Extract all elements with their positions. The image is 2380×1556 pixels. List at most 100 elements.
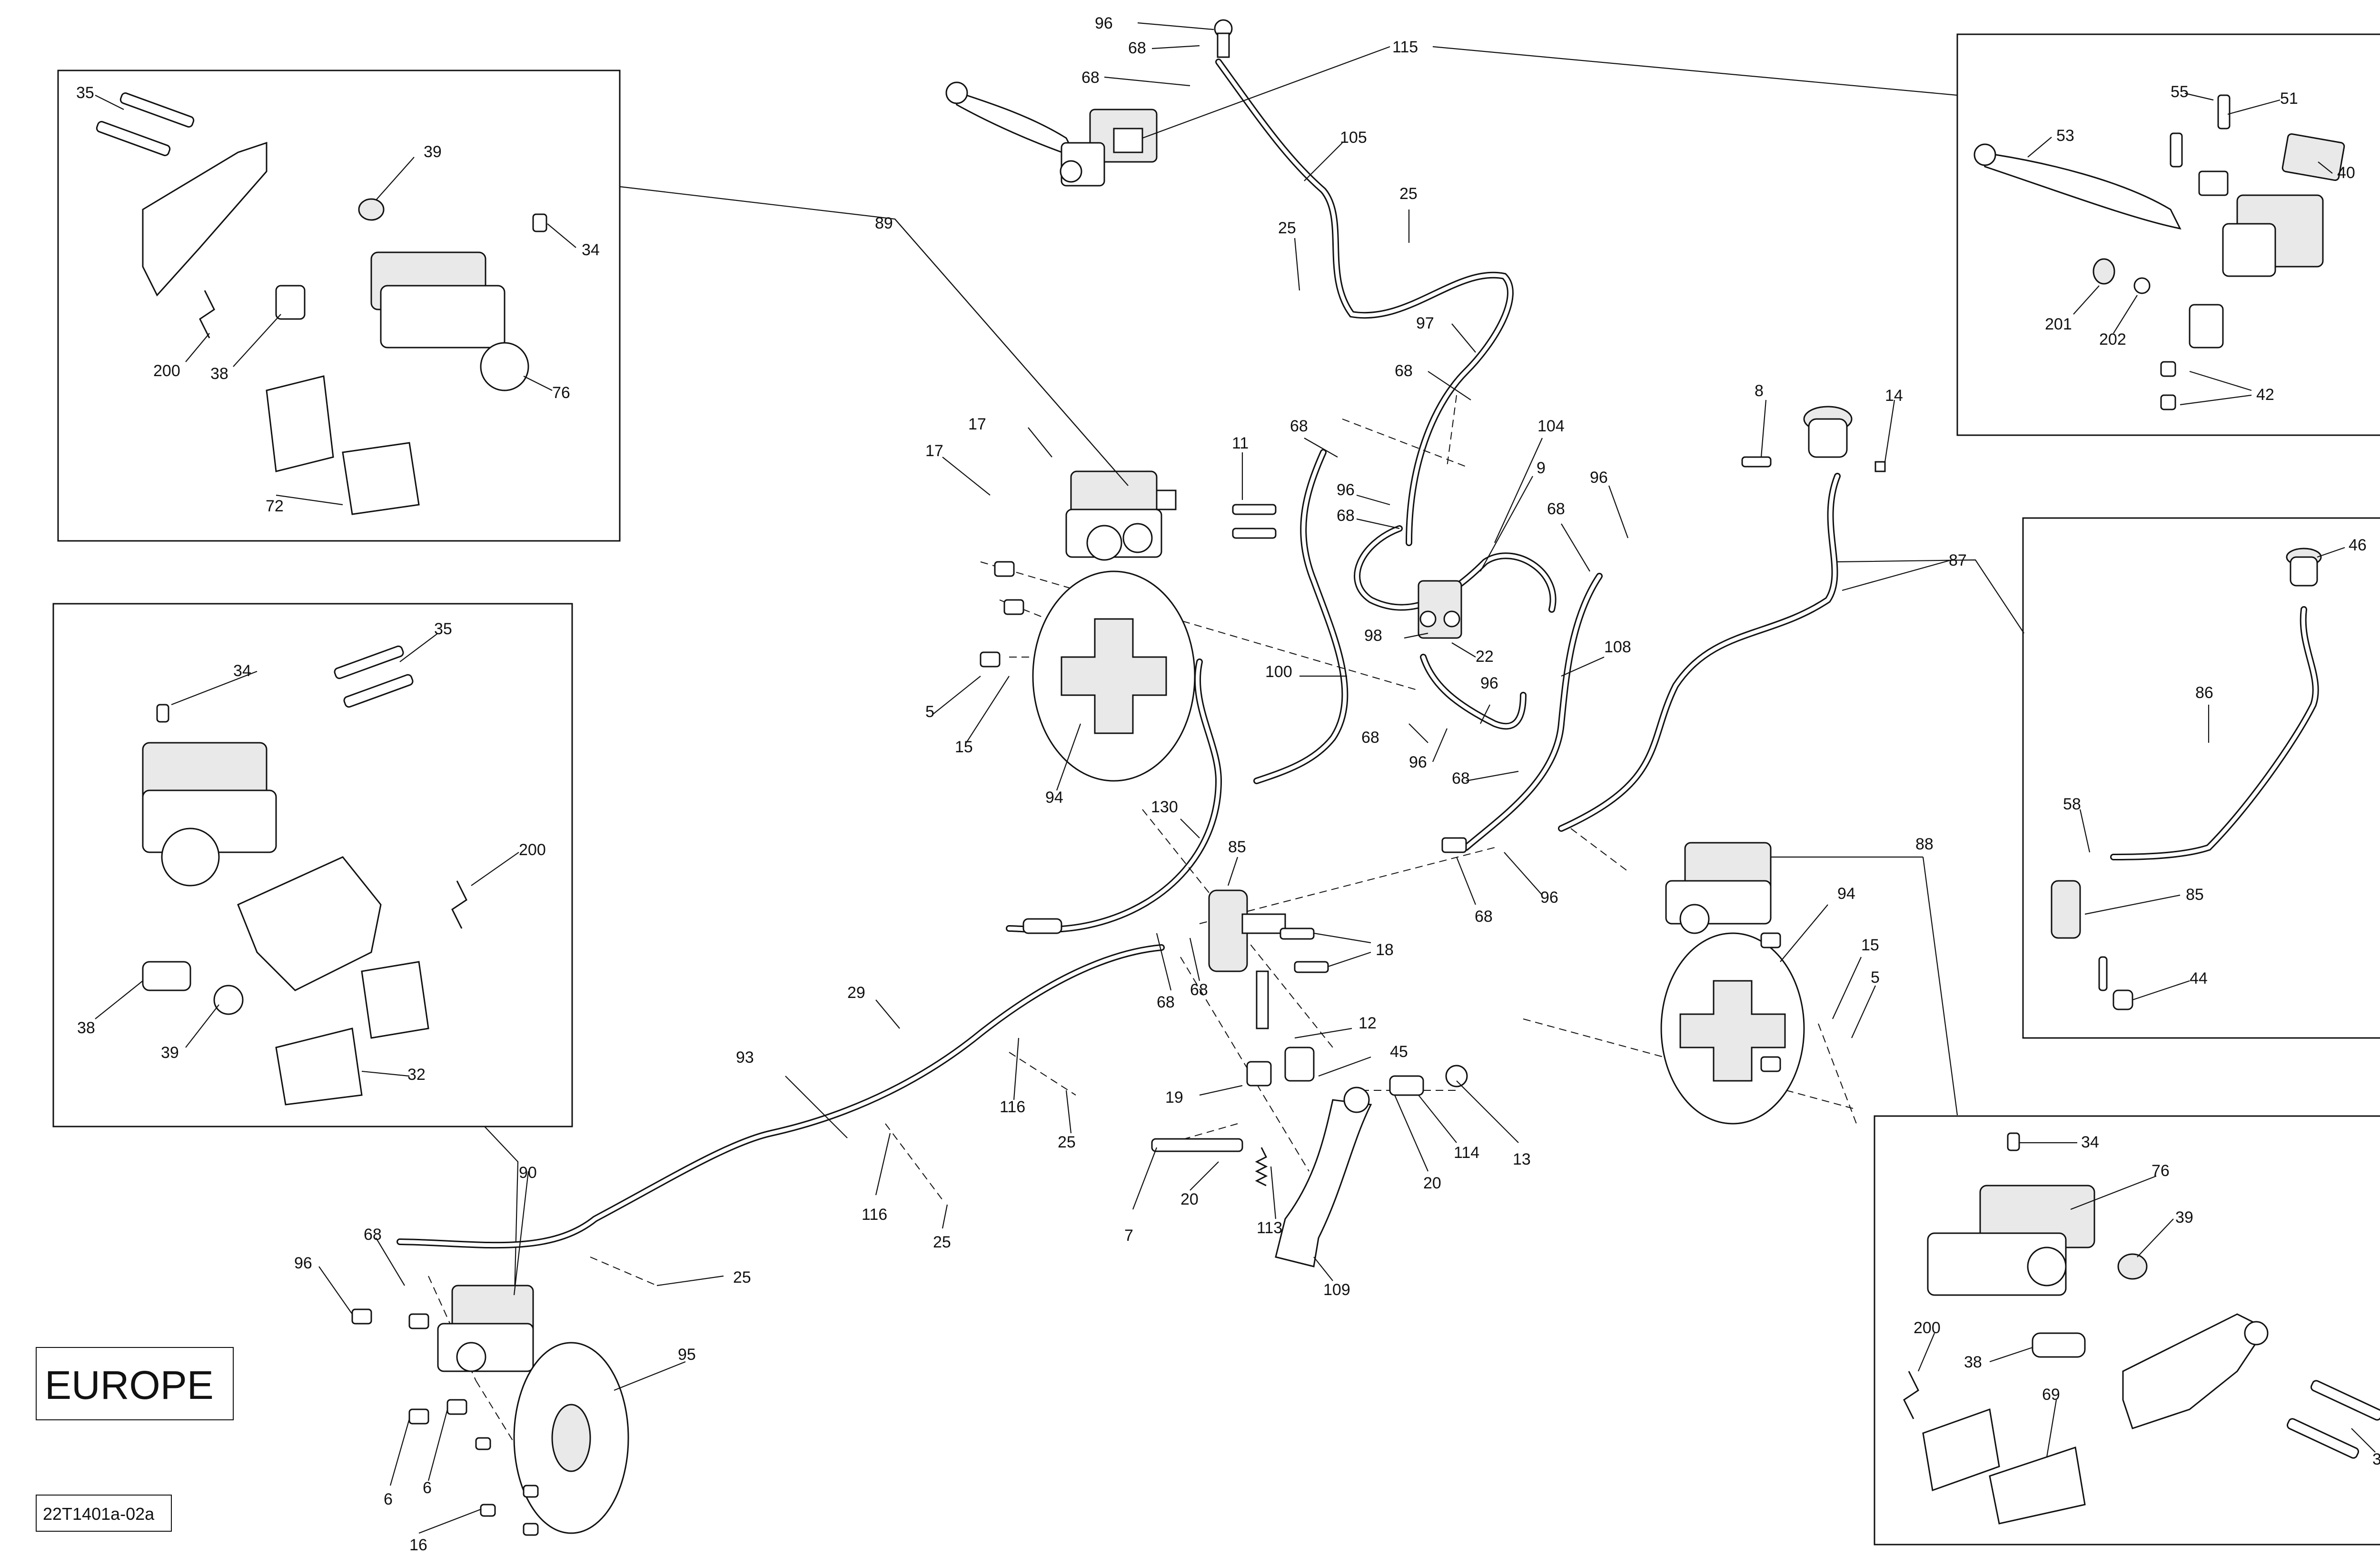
rear-right-brake-disc (1660, 932, 1805, 1125)
callout-39: 39 (424, 143, 442, 161)
callout-58: 58 (2063, 795, 2081, 813)
callout-116: 116 (1000, 1098, 1025, 1116)
callout-17: 17 (925, 442, 943, 460)
callout-98: 98 (1364, 627, 1382, 645)
region-label-box (36, 1347, 234, 1420)
inset-top-right-lever (1956, 33, 2380, 436)
callout-leaders (318, 22, 1952, 1534)
callout-14: 14 (1885, 387, 1903, 405)
callout-68: 68 (1452, 769, 1470, 788)
inset-top-left-parts (96, 92, 547, 515)
callout-72: 72 (266, 497, 284, 515)
pedal-pivot-bolt (1151, 1138, 1243, 1152)
clevis-45 (1246, 1047, 1315, 1087)
callout-96: 96 (294, 1254, 312, 1272)
inset-mid-left-caliper (52, 603, 573, 1127)
callout-25: 25 (1058, 1133, 1076, 1151)
callout-68: 68 (1290, 417, 1308, 435)
callout-68: 68 (1190, 981, 1208, 999)
callout-35: 35 (76, 84, 94, 102)
callout-12: 12 (1359, 1014, 1377, 1032)
inset-top-right-callouts: 55 51 53 40 201 202 42 (2027, 83, 2355, 406)
brake-pedal (1275, 1087, 1372, 1267)
callout-85: 85 (2186, 886, 2204, 904)
callout-68: 68 (1128, 39, 1146, 57)
callout-25: 25 (733, 1268, 751, 1287)
inset-mid-right-parts (2051, 548, 2322, 1010)
main-callouts: 96 68 68 115 105 25 25 97 68 89 17 17 68… (294, 14, 1967, 1554)
callout-20: 20 (1180, 1190, 1199, 1208)
callout-5: 5 (925, 703, 934, 721)
region-label: EUROPE (45, 1363, 214, 1407)
callout-7: 7 (1124, 1227, 1133, 1245)
callout-87: 87 (1949, 551, 1967, 569)
return-spring (1255, 1147, 1268, 1187)
rear-left-brake-disc (513, 1342, 629, 1534)
callout-40: 40 (2337, 164, 2355, 182)
callout-51: 51 (2280, 90, 2298, 108)
callout-96: 96 (1337, 481, 1355, 499)
callout-69: 69 (2042, 1386, 2060, 1404)
callout-17: 17 (968, 415, 986, 433)
reference-code-box (36, 1495, 172, 1532)
callout-96: 96 (1480, 674, 1498, 692)
callout-25: 25 (933, 1233, 951, 1251)
callout-15: 15 (1861, 936, 1879, 954)
callout-8: 8 (1755, 382, 1764, 400)
inset-leader-89 (619, 186, 1129, 486)
inset-bottom-right-callouts: 34 76 39 200 38 69 35 (1914, 1133, 2380, 1468)
rear-right-caliper (1665, 842, 1772, 934)
callout-6: 6 (384, 1490, 393, 1508)
callout-42: 42 (2256, 386, 2274, 404)
distribution-block (1418, 580, 1462, 639)
callout-53: 53 (2056, 127, 2074, 145)
callout-200: 200 (1914, 1319, 1941, 1337)
callout-20: 20 (1423, 1174, 1441, 1192)
callout-88: 88 (1915, 835, 1934, 853)
callout-68: 68 (1395, 362, 1413, 380)
rear-brake-line-93 (397, 944, 1165, 1249)
callout-200: 200 (519, 841, 546, 859)
callout-95: 95 (678, 1346, 696, 1364)
callout-109: 109 (1323, 1281, 1350, 1299)
callout-202: 202 (2099, 330, 2126, 349)
banjo-bolt-96-top (1214, 19, 1233, 58)
callout-116: 116 (862, 1206, 887, 1224)
inset-mid-right-reservoir (2022, 517, 2380, 1039)
inset-leader-87 (1837, 559, 2024, 634)
inset-mid-left-parts (142, 645, 467, 1106)
callout-39: 39 (2175, 1208, 2193, 1227)
callout-68: 68 (1547, 500, 1565, 518)
callout-68: 68 (1157, 993, 1175, 1011)
callout-68: 68 (1361, 728, 1379, 747)
inset-top-left-callouts: 35 39 34 200 38 76 72 (76, 84, 600, 515)
inset-leader-90 (484, 1126, 519, 1315)
callout-96: 96 (1095, 14, 1113, 32)
rear-left-caliper (437, 1285, 534, 1372)
callout-108: 108 (1604, 638, 1631, 656)
brake-hose-connector (1420, 654, 1527, 730)
callout-76: 76 (2152, 1162, 2170, 1180)
callout-114: 114 (1454, 1144, 1479, 1162)
callout-76: 76 (552, 384, 570, 402)
callout-94: 94 (1045, 788, 1063, 807)
rear-brake-reservoir (1803, 406, 1853, 458)
pedal-bushing (1389, 1065, 1468, 1096)
callout-9: 9 (1537, 459, 1546, 477)
callout-96: 96 (1590, 469, 1608, 487)
callout-100: 100 (1265, 663, 1292, 681)
callout-68: 68 (364, 1226, 382, 1244)
callout-68: 68 (1337, 507, 1355, 525)
callout-68: 68 (1081, 69, 1100, 87)
callout-25: 25 (1399, 185, 1418, 203)
callout-96: 96 (1540, 888, 1558, 907)
callout-68: 68 (1475, 908, 1493, 926)
callout-45: 45 (1390, 1043, 1408, 1061)
callout-25: 25 (1278, 219, 1296, 237)
callout-86: 86 (2195, 684, 2213, 702)
callout-85: 85 (1228, 838, 1246, 856)
inset-top-right-parts (1973, 94, 2345, 410)
callout-6: 6 (423, 1479, 432, 1497)
reference-code: 22T1401a-02a (43, 1504, 155, 1524)
